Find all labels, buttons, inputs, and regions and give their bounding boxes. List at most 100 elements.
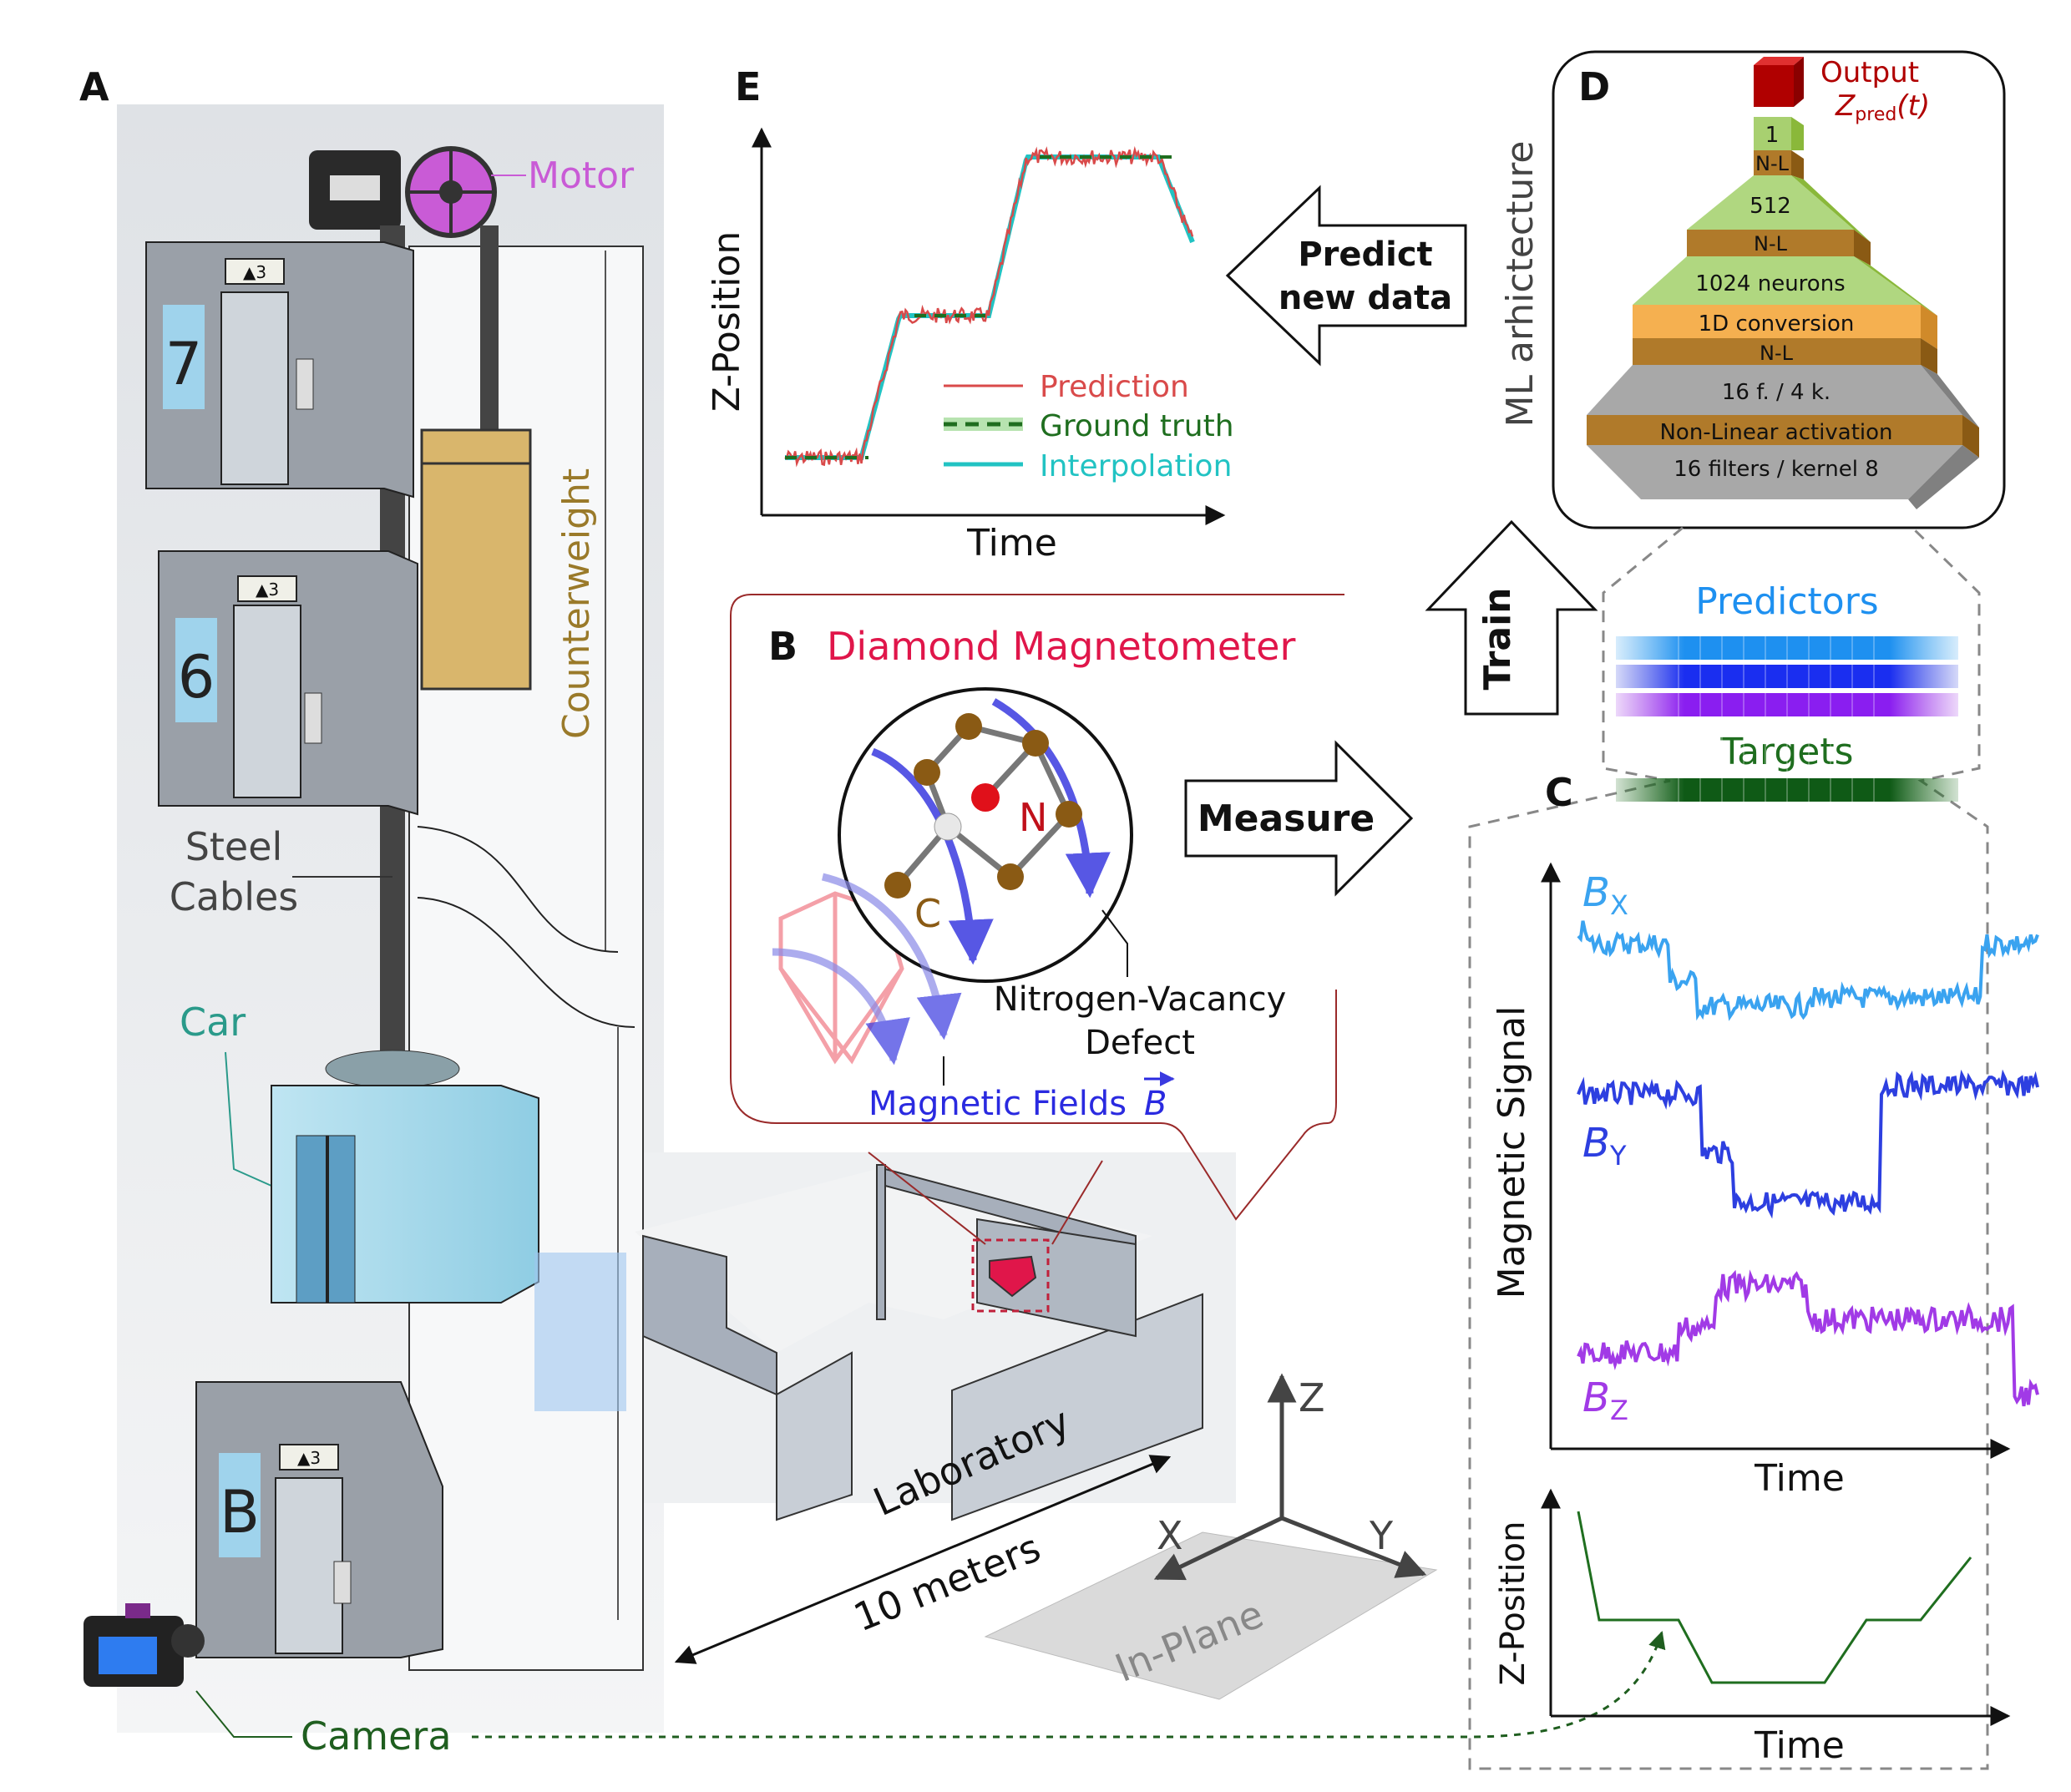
nitrogen-label: N	[1019, 795, 1047, 840]
measure-arrow	[1184, 740, 1414, 897]
layer-conv-2: 16 f. / 4 k.	[1587, 365, 1979, 428]
predict-label-1: Predict	[1298, 235, 1432, 274]
legend-prediction: Prediction	[1040, 370, 1189, 404]
lab-zoom-line	[868, 1152, 986, 1245]
car-label: Car	[180, 1000, 246, 1045]
layer-nonlinear-label: Non-Linear activation	[1659, 420, 1892, 445]
layer-1d-conversion-label: 1D conversion	[1699, 311, 1855, 337]
panel-e-label: E	[735, 64, 761, 109]
carbon-atom	[914, 759, 940, 786]
floor-b-number: B	[220, 1478, 260, 1546]
layer-1d-conversion: 1D conversion	[1633, 305, 1937, 349]
position-xlabel: Time	[1754, 1724, 1845, 1767]
bz-label: BZ	[1582, 1374, 1628, 1426]
camera-to-position-link	[472, 1630, 1666, 1739]
position-ylabel: Z-Position	[1494, 1521, 1532, 1686]
predictor-row-bz	[1616, 693, 1958, 716]
layer-1: 1	[1754, 117, 1804, 150]
targets-label: Targets	[1719, 731, 1853, 773]
measure-label: Measure	[1198, 797, 1375, 840]
counterweight-label: Counterweight	[555, 468, 598, 739]
floor-7: 7 ▲3	[145, 241, 414, 499]
matrix-gridlines	[1678, 636, 1875, 802]
panel-b-label: B	[768, 624, 798, 669]
layer-nonlinear: Non-Linear activation	[1587, 415, 1979, 458]
steel-cables-label-1: Steel	[185, 824, 283, 869]
floor-6: 6 ▲3	[158, 550, 418, 816]
layer-1024: 1024 neurons	[1633, 256, 1937, 316]
carbon-atom	[1022, 730, 1049, 757]
ml-architecture-label: ML arhictecture	[1499, 141, 1542, 428]
panel-e-series	[784, 145, 1195, 468]
steel-cables-label-2: Cables	[170, 874, 299, 919]
by-trace	[1577, 1069, 2039, 1219]
layer-nl-2: N-L	[1687, 230, 1871, 266]
sensor-box	[971, 1238, 1050, 1313]
field-line	[991, 698, 1111, 899]
bz-trace	[1577, 1269, 2039, 1407]
layer-nl-3-label: N-L	[1760, 342, 1794, 365]
predictor-row-by	[1616, 665, 1958, 688]
panel-b-frame	[730, 594, 1344, 1221]
lab-wall-back	[876, 1164, 886, 1320]
axis-y-label: Y	[1369, 1513, 1394, 1558]
layer-512: 512	[1687, 175, 1871, 242]
axis-x-label: X	[1157, 1513, 1183, 1558]
carbon-label: C	[914, 891, 941, 936]
panel-d-label: D	[1578, 64, 1610, 109]
in-plane	[984, 1531, 1438, 1700]
field-line	[772, 948, 910, 1066]
train-label: Train	[1476, 588, 1519, 691]
nitrogen-atom	[971, 783, 1000, 812]
panel-e-xlabel: Time	[966, 522, 1057, 564]
carbon-atom	[955, 713, 982, 740]
panel-e-ylabel: Z-Position	[706, 231, 748, 413]
layer-conv-1: 16 filters / kernel 8	[1587, 445, 1979, 509]
legend-ground-truth-band	[944, 418, 1023, 431]
lab-wall-left	[642, 1234, 777, 1396]
train-arrow	[1425, 519, 1598, 716]
layer-conv-2-label: 16 f. / 4 k.	[1722, 380, 1830, 405]
counterweight	[420, 428, 532, 691]
layer-nl-1: N-L	[1754, 150, 1804, 180]
predict-arrow	[1225, 185, 1467, 367]
elevator-car	[271, 1050, 539, 1304]
motor-label: Motor	[528, 154, 635, 197]
lab-zoom-line	[1051, 1160, 1103, 1245]
signal-ylabel: Magnetic Signal	[1491, 1006, 1533, 1299]
motor-icon	[309, 146, 497, 238]
prediction-line	[784, 145, 1194, 468]
fields-label: Magnetic Fields	[868, 1085, 1127, 1123]
carbon-atom	[884, 872, 911, 899]
signal-series	[1577, 920, 2039, 1407]
carbon-atom	[997, 863, 1024, 890]
output-formula: Zpred(t)	[1835, 89, 1930, 125]
cable-curve	[417, 897, 635, 1028]
legend-interpolation: Interpolation	[1040, 449, 1232, 483]
field-line	[821, 873, 962, 1040]
axes-3d: In-Plane Z X Y	[984, 1373, 1438, 1700]
floor-b-indicator: ▲3	[297, 1448, 321, 1468]
legend-ground-truth: Ground truth	[1040, 409, 1234, 443]
floor-b: B ▲3	[195, 1381, 443, 1658]
magnetometer-title: Diamond Magnetometer	[827, 624, 1295, 669]
cable-curve	[417, 826, 619, 953]
ground-truth-line	[785, 155, 1177, 459]
output-cube-icon	[1754, 57, 1804, 107]
layer-nl-3: N-L	[1633, 338, 1937, 374]
b-vector-label: B	[1144, 1085, 1167, 1123]
nv-leader	[1101, 909, 1128, 977]
panel-d: D ML arhictecture Output Zpred(t) 1 N-L …	[1425, 50, 2006, 716]
panel-b: B Diamond Magnetometer	[730, 594, 1414, 1221]
panel-e: E Z-Position Time Prediction Ground trut…	[706, 64, 1467, 564]
panel-c-frame	[1468, 526, 1989, 1770]
distance-arrow	[674, 1455, 1172, 1664]
lab-inner	[976, 1217, 1137, 1338]
bx-label: BX	[1582, 869, 1628, 921]
floor-6-indicator: ▲3	[256, 580, 279, 600]
layer-nl-2-label: N-L	[1754, 232, 1788, 256]
nv-label-2: Defect	[1085, 1024, 1195, 1062]
diamond-lattice-icon	[778, 891, 904, 1065]
layer-conv-1-label: 16 filters / kernel 8	[1674, 457, 1879, 482]
